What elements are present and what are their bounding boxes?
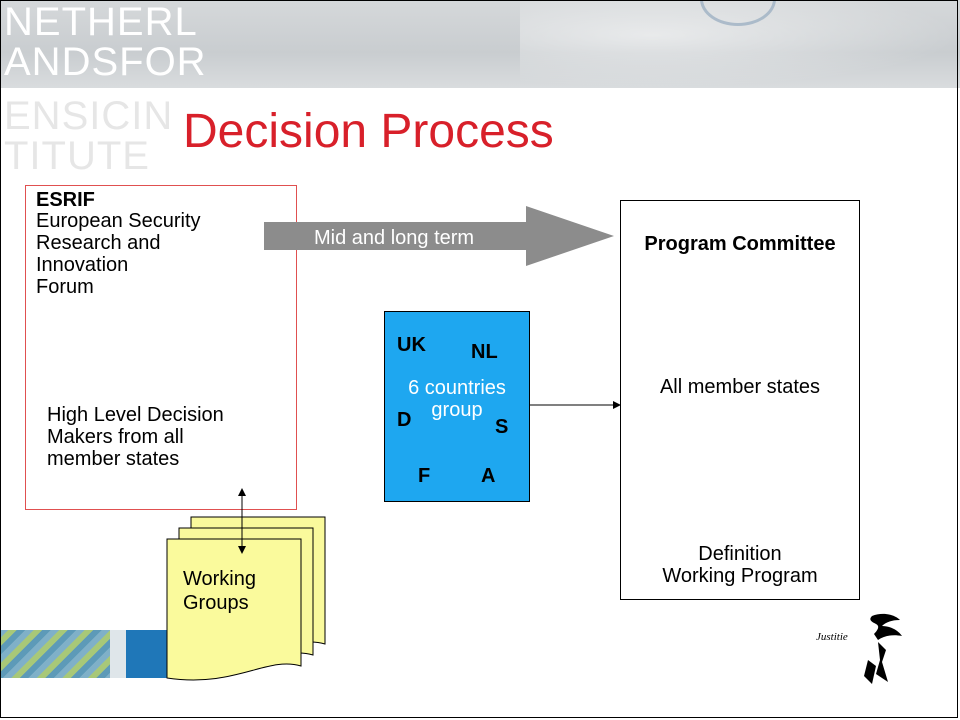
country-nl: NL <box>471 341 498 363</box>
country-uk: UK <box>397 334 426 356</box>
esrif-name-line: Innovation <box>36 254 129 276</box>
group-label-line: group <box>431 399 483 421</box>
decorative-blue-square <box>126 630 170 678</box>
working-groups-line: Groups <box>183 592 249 614</box>
esrif-name-line: Forum <box>36 276 94 298</box>
program-committee-members: All member states <box>659 376 821 398</box>
program-committee-box <box>620 200 860 600</box>
country-d: D <box>397 409 412 431</box>
decorative-pattern-square <box>0 630 110 678</box>
decision-line: Makers from all <box>47 426 184 448</box>
decision-line: High Level Decision <box>47 404 224 426</box>
working-groups-line: Working <box>183 568 256 590</box>
esrif-heading: ESRIF <box>36 189 95 211</box>
program-committee-title: Program Committee <box>644 233 836 255</box>
esrif-decision-makers: High Level Decision Makers from all memb… <box>47 404 287 470</box>
working-group-doc-front <box>166 538 302 681</box>
esrif-box <box>25 185 297 510</box>
country-s: S <box>495 416 509 438</box>
justitie-logo: Justitie <box>816 613 902 684</box>
watermark-line-1: NETHERL <box>4 0 198 44</box>
decision-line: member states <box>47 448 180 470</box>
definition-line: Working Program <box>662 565 818 587</box>
mid-long-term-arrow <box>264 206 614 266</box>
countries-group-label: 6 countries group <box>384 377 530 421</box>
country-a: A <box>481 465 496 487</box>
watermark-line-4: TITUTE <box>4 134 150 178</box>
esrif-name-line: Research and <box>36 232 161 254</box>
decorative-light-strip <box>110 630 126 678</box>
group-label-line: 6 countries <box>408 377 506 399</box>
countries-group-box <box>384 311 530 502</box>
program-committee-definition: Definition Working Program <box>620 543 860 587</box>
working-groups-label: Working Groups <box>183 567 256 615</box>
logo-text: Justitie <box>816 631 848 643</box>
watermark-line-3: ENSICIN <box>4 94 174 138</box>
watermark-line-2: ANDSFOR <box>4 40 207 84</box>
country-f: F <box>418 465 431 487</box>
esrif-full-name: European Security Research and Innovatio… <box>36 210 256 298</box>
definition-line: Definition <box>698 543 782 565</box>
slide-title: Decision Process <box>183 105 554 158</box>
arrow-label: Mid and long term <box>314 227 475 249</box>
esrif-name-line: European Security <box>36 210 201 232</box>
